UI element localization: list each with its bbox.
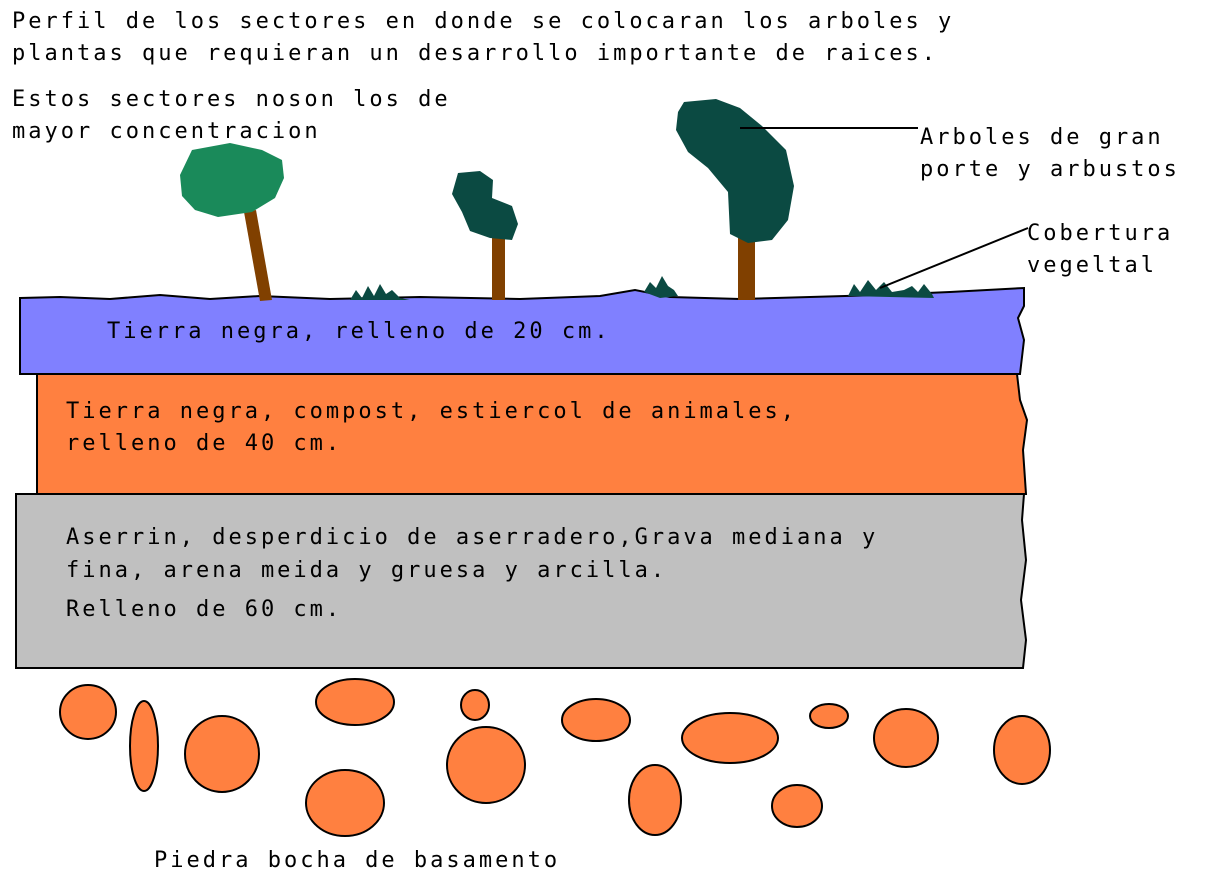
- shrub-middle: [644, 276, 678, 298]
- stone: [561, 698, 631, 742]
- stone: [446, 726, 526, 804]
- tree-left: [180, 143, 284, 301]
- layer-gravel-label-line-3: Relleno de 60 cm.: [66, 597, 343, 622]
- stone: [305, 769, 385, 837]
- stone: [59, 684, 117, 740]
- layer-gravel: [15, 493, 1028, 669]
- tree-middle-canopy: [452, 171, 518, 240]
- layer-topsoil: [19, 286, 1026, 375]
- stone: [315, 678, 395, 726]
- stone: [681, 712, 779, 764]
- trees-label-line-1: Arboles de gran: [920, 125, 1164, 150]
- layer-compost: [36, 373, 1029, 495]
- base-label: Piedra bocha de basamento: [154, 848, 561, 873]
- title-line-1: Perfil de los sectores en donde se coloc…: [12, 9, 955, 34]
- stone: [873, 708, 939, 768]
- shrub-right: [848, 280, 934, 298]
- stone: [628, 764, 682, 836]
- layer-compost-label-line-1: Tierra negra, compost, estiercol de anim…: [66, 399, 798, 424]
- tree-middle-trunk: [492, 234, 505, 300]
- stone: [184, 715, 260, 793]
- layer-compost-label-line-2: relleno de 40 cm.: [66, 431, 343, 456]
- base-stones: [59, 678, 1051, 837]
- tree-left-canopy: [180, 143, 284, 217]
- stone: [771, 784, 823, 828]
- ground-cover-leader-line: [879, 227, 1029, 289]
- tree-middle: [452, 171, 518, 300]
- shrub-left: [350, 284, 410, 300]
- note-line-2: mayor concentracion: [12, 119, 321, 144]
- ground-cover-label-line-2: vegeltal: [1027, 253, 1157, 278]
- layer-gravel-label-line-2: fina, arena meida y gruesa y arcilla.: [66, 558, 668, 583]
- note-line-1: Estos sectores noson los de: [12, 87, 451, 112]
- stone: [993, 715, 1051, 785]
- stone: [460, 689, 490, 721]
- layer-gravel-label-line-1: Aserrin, desperdicio de aserradero,Grava…: [66, 525, 879, 550]
- stone: [809, 703, 849, 729]
- tree-right-canopy: [676, 99, 794, 243]
- title-line-2: plantas que requieran un desarrollo impo…: [12, 41, 938, 66]
- ground-cover-label-line-1: Cobertura: [1027, 221, 1174, 246]
- layer-topsoil-label: Tierra negra, relleno de 20 cm.: [107, 319, 611, 344]
- trees-label-line-2: porte y arbustos: [920, 157, 1180, 182]
- tree-right-trunk: [738, 236, 755, 300]
- stone: [129, 700, 159, 792]
- tree-right: [676, 99, 794, 300]
- tree-left-trunk: [244, 210, 272, 301]
